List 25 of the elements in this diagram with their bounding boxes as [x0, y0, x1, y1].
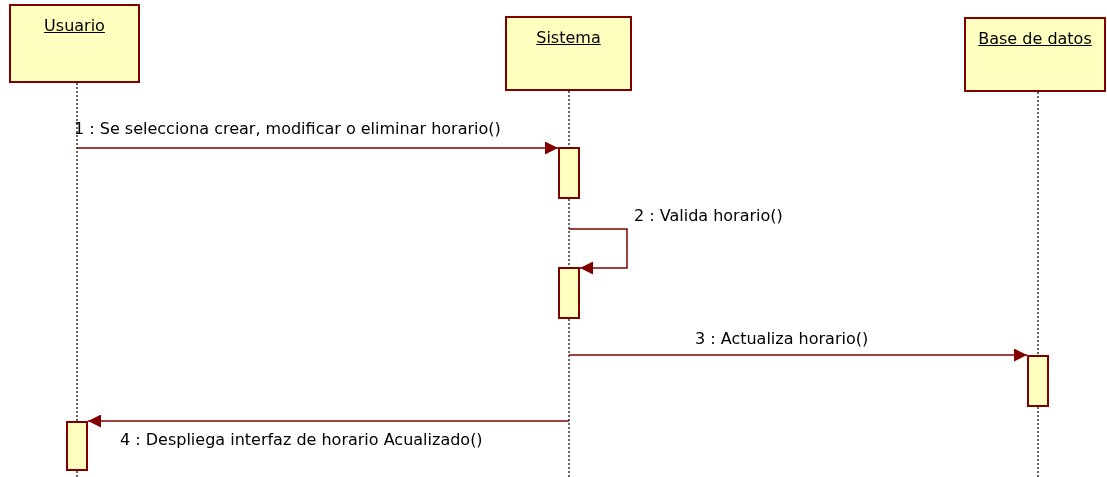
participant-name: Usuario	[44, 15, 105, 37]
lifeline	[76, 82, 78, 422]
lifeline-header	[964, 17, 1106, 92]
activation-bar	[558, 267, 580, 319]
activation-bar	[66, 421, 88, 471]
lifeline	[1037, 406, 1039, 477]
message-arrow	[76, 141, 559, 155]
message-arrow	[568, 228, 628, 275]
participant-name: Sistema	[536, 27, 601, 49]
lifeline	[1037, 91, 1039, 356]
lifeline	[568, 318, 570, 477]
message-label: 2 : Valida horario()	[634, 206, 783, 226]
message-arrow	[87, 414, 570, 428]
lifeline	[76, 470, 78, 477]
activation-bar	[1027, 355, 1049, 407]
message-label: 3 : Actualiza horario()	[695, 329, 869, 349]
lifeline-header	[9, 4, 140, 83]
message-label: 1 : Se selecciona crear, modificar o eliminar horario()	[74, 119, 501, 139]
message-label: 4 : Despliega interfaz de horario Acualizado()	[120, 430, 483, 450]
lifeline-header	[505, 16, 632, 91]
lifeline	[568, 198, 570, 268]
message-arrow	[568, 348, 1028, 362]
activation-bar	[558, 147, 580, 199]
lifeline	[568, 90, 570, 148]
participant-name: Base de datos	[978, 28, 1092, 50]
